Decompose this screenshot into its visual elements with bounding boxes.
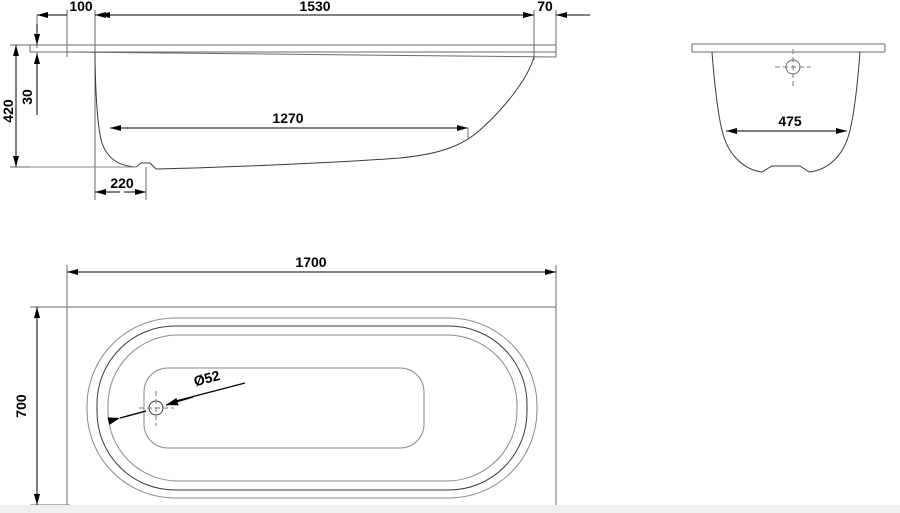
side-rim [29,44,557,58]
dimension-1700: 1700 [67,254,556,275]
dimension-label-420: 420 [0,99,16,123]
dimension-label-1270: 1270 [272,110,303,126]
waste-hole-marker [139,391,174,426]
dimension-1530: 1530 [99,0,534,18]
dimension-30: 30 [19,24,40,115]
dimension-420: 420 [0,44,132,168]
diameter-label-52: Ø52 [192,367,222,389]
sheet-bottom-band [0,505,900,513]
plan-base-contour [143,367,425,449]
plan-view: 1700 700 [13,254,557,508]
dimension-1270: 1270 [110,110,469,140]
dimension-label-220: 220 [110,175,134,191]
dimension-label-1530: 1530 [299,0,330,14]
diameter-callout-52: Ø52 [107,367,246,425]
dimension-220: 220 [95,175,146,195]
dimension-100: 100 [37,0,132,18]
dimension-label-100: 100 [69,0,93,14]
side-elevation-view: 100 1530 70 420 [0,0,590,200]
dimension-700: 700 [13,307,40,505]
dimension-70: 70 [512,0,590,18]
tap-hole-marker [775,49,811,86]
dimension-label-30: 30 [19,89,35,105]
end-bowl-profile [711,51,861,173]
side-extension-lines [36,10,557,200]
dimension-475: 475 [726,113,847,134]
end-elevation-view: 475 [691,43,886,173]
dimension-label-70: 70 [537,0,553,14]
dimension-label-475: 475 [778,113,802,129]
plan-extension-lines [30,265,557,506]
side-tub-profile [30,51,535,170]
plan-rim-contours [86,317,538,499]
end-rim [691,43,886,53]
plan-outer-rectangle [66,306,557,508]
dimension-label-700: 700 [13,394,29,418]
dimension-label-1700: 1700 [295,254,326,270]
